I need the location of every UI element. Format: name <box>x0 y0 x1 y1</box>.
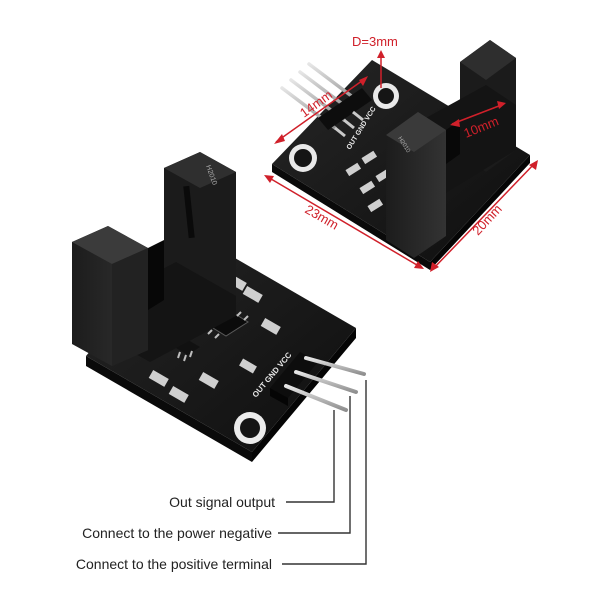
leader-gnd <box>278 396 351 534</box>
top-header-pins <box>280 62 372 138</box>
bottom-board-edge <box>86 356 252 462</box>
bottom-mounting-hole <box>234 412 266 444</box>
top-smd-components <box>345 150 392 213</box>
bottom-header-pins <box>284 356 366 412</box>
slot-width-dimension: D=3mm <box>352 34 398 49</box>
top-module: OUT GND VCC H2010 <box>272 40 530 270</box>
pin-labels: Out signal output Connect to the power n… <box>76 494 275 572</box>
pin-label-vcc: Connect to the positive terminal <box>76 556 272 572</box>
pin-vcc <box>304 356 366 376</box>
top-board-edge <box>272 164 430 270</box>
pin-out <box>284 384 348 412</box>
pin-leader-lines <box>278 380 367 565</box>
bottom-slot-sensor: H2010 <box>72 152 236 366</box>
pin-label-out: Out signal output <box>169 494 275 510</box>
leader-out <box>286 410 335 503</box>
top-board-edge-right <box>430 155 530 270</box>
top-mounting-hole-left <box>289 144 317 172</box>
top-slot-sensor: H2010 <box>386 40 516 258</box>
top-mounting-hole-right <box>373 83 399 109</box>
pin-label-gnd: Connect to the power negative <box>82 525 272 541</box>
leader-vcc <box>282 380 367 565</box>
bottom-smd-components <box>148 274 281 403</box>
pin-gnd <box>294 370 358 394</box>
bottom-transistor <box>176 340 200 362</box>
bottom-header <box>270 352 318 406</box>
bottom-module: OUT GND VCC H2010 <box>72 152 366 462</box>
